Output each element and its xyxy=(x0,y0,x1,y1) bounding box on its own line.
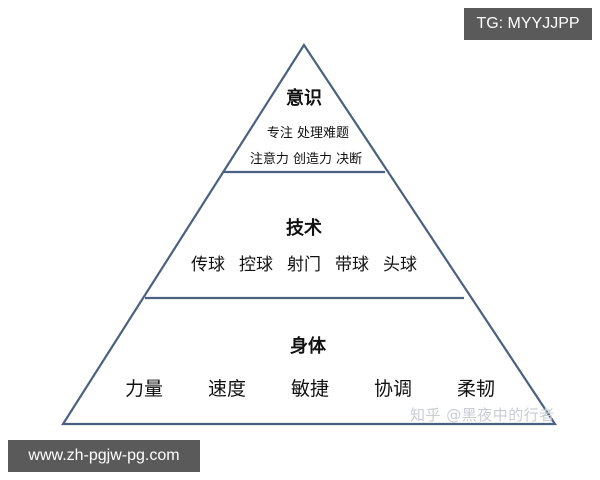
zhihu-watermark: 知乎 @黑夜中的行者 xyxy=(410,406,555,424)
physical-item: 协调 xyxy=(374,378,413,400)
technique-item: 头球 xyxy=(383,255,417,275)
technique-item: 传球 xyxy=(191,255,225,275)
physical-item: 速度 xyxy=(207,378,246,400)
physical-item: 柔韧 xyxy=(457,378,496,400)
technique-item: 控球 xyxy=(239,255,273,275)
physical-item: 力量 xyxy=(124,378,163,400)
technique-item: 射门 xyxy=(287,255,321,275)
level-title-technique: 技术 xyxy=(286,218,322,239)
technique-item: 带球 xyxy=(335,255,369,275)
level-awareness-line-2: 注意力 创造力 决断 xyxy=(249,152,363,167)
tg-badge: TG: MYYJJPP xyxy=(464,8,592,40)
physical-items: 力量 速度 敏捷 协调 柔韧 xyxy=(125,374,495,401)
level-awareness-line-1: 专注 处理难题 xyxy=(266,126,350,141)
level-title-awareness: 意识 xyxy=(286,88,322,109)
technique-items: 传球 控球 射门 带球 头球 xyxy=(191,250,417,275)
level-title-physical: 身体 xyxy=(290,336,326,357)
physical-item: 敏捷 xyxy=(290,378,330,400)
url-badge: www.zh-pgjw-pg.com xyxy=(8,440,200,472)
